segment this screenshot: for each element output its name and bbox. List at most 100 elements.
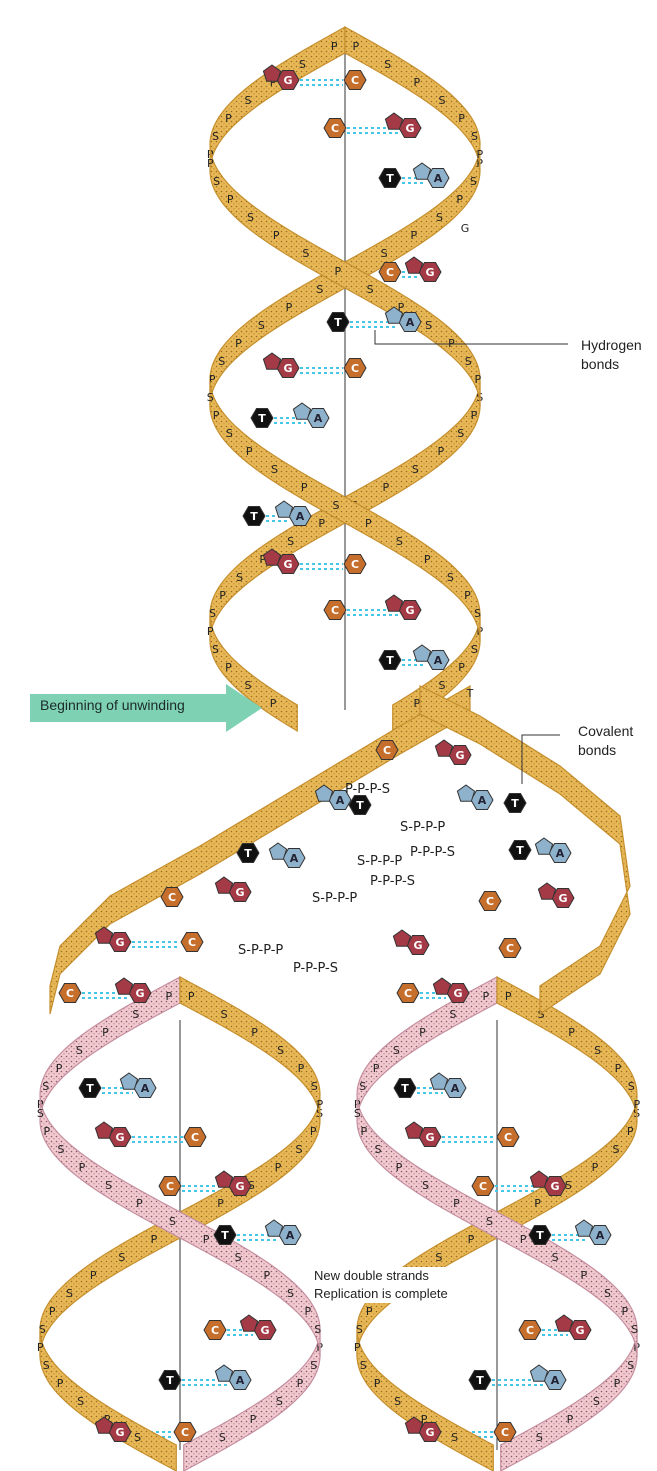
backbone-letter: S	[132, 1008, 139, 1021]
base-a: A	[574, 1219, 612, 1245]
base-c: C	[343, 70, 367, 90]
svg-text:G: G	[283, 558, 292, 571]
backbone-letter: S	[169, 1215, 176, 1228]
base-c: C	[160, 887, 184, 907]
backbone-letter: P	[352, 40, 359, 53]
free-nucleotides: P-P-P-S S-P-P-P P-P-P-S S-P-P-P P-P-P-S …	[238, 782, 455, 976]
backbone-letter: S	[235, 1251, 242, 1264]
svg-text:T: T	[334, 316, 342, 329]
backbone-letter: S	[394, 1395, 401, 1408]
backbone-letter: S	[276, 1395, 283, 1408]
backbone-letter: S	[296, 1143, 303, 1156]
backbone-letter: S	[258, 319, 265, 332]
base-g: G	[262, 64, 300, 90]
backbone-letter: S	[226, 427, 233, 440]
backbone-letter: P	[207, 157, 214, 170]
backbone-letter: S	[474, 607, 481, 620]
backbone-letter: P	[456, 193, 463, 206]
svg-text:T: T	[386, 172, 394, 185]
backbone-letter: S	[565, 1179, 572, 1192]
hydrogen-bonds-line1: Hydrogen	[581, 337, 642, 353]
svg-text:C: C	[404, 987, 412, 1000]
backbone-letter: S	[356, 1323, 363, 1336]
base-c: C	[203, 1320, 227, 1340]
label-leader-lines	[374, 330, 568, 784]
base-t: T	[468, 1370, 492, 1390]
backbone-letter: S	[439, 94, 446, 107]
hydrogen-bonds-label: Hydrogen bonds	[581, 336, 642, 374]
base-c: C	[183, 1127, 207, 1147]
backbone-letter: P	[458, 112, 465, 125]
base-g: G	[262, 352, 300, 378]
covalent-bonds-line2: bonds	[578, 742, 617, 758]
base-g: G	[384, 112, 422, 138]
parent-strand-a-segment	[344, 25, 481, 174]
backbone-letter: S	[212, 130, 219, 143]
backbone-letter: S	[381, 247, 388, 260]
svg-text:A: A	[336, 794, 345, 807]
svg-text:A: A	[141, 1082, 150, 1095]
svg-text:G: G	[235, 886, 244, 899]
base-c: C	[375, 740, 399, 760]
backbone-letter: S	[360, 1359, 367, 1372]
base-c: C	[496, 1127, 520, 1147]
svg-text:C: C	[166, 1180, 174, 1193]
backbone-letter: S	[470, 175, 477, 188]
svg-text:G: G	[550, 1180, 559, 1193]
sequence-2: S-P-P-P	[400, 820, 445, 835]
svg-text:A: A	[434, 172, 443, 185]
backbone-letter: S	[316, 283, 323, 296]
base-g: G	[214, 876, 252, 902]
backbone-letter: P	[225, 112, 232, 125]
backbone-letter: S	[207, 391, 214, 404]
svg-text:G: G	[425, 1131, 434, 1144]
backbone-letter: P	[534, 1197, 541, 1210]
backbone-letter: S	[393, 1044, 400, 1057]
base-t: T	[236, 843, 260, 863]
backbone-letter: P	[421, 1413, 428, 1426]
base-g: G	[239, 1314, 277, 1340]
svg-text:C: C	[331, 122, 339, 135]
backbone-letter: S	[236, 571, 243, 584]
svg-text:A: A	[478, 794, 487, 807]
base-g: G	[432, 977, 470, 1003]
backbone-letter: P	[464, 589, 471, 602]
fork-left-strand	[49, 684, 471, 1015]
backbone-letter: P	[592, 1161, 599, 1174]
svg-text:G: G	[235, 1180, 244, 1193]
svg-text:T: T	[516, 844, 524, 857]
backbone-letter: S	[219, 1431, 226, 1444]
backbone-letter: P	[568, 1026, 575, 1039]
base-a: A	[384, 306, 422, 332]
svg-text:A: A	[556, 847, 565, 860]
backbone-letter: P	[410, 229, 417, 242]
backbone-letter: S	[314, 1323, 321, 1336]
backbone-letter: S	[209, 607, 216, 620]
backbone-letter: P	[203, 1233, 210, 1246]
base-c: C	[180, 932, 204, 952]
backbone-letter: S	[367, 283, 374, 296]
base-a: A	[119, 1072, 157, 1098]
base-t: T	[326, 312, 350, 332]
backbone-letter: S	[58, 1143, 65, 1156]
backbone-letter: P	[235, 337, 242, 350]
svg-text:T: T	[86, 1082, 94, 1095]
svg-text:G: G	[260, 1324, 269, 1337]
backbone-letter: P	[102, 1026, 109, 1039]
base-a: A	[292, 402, 330, 428]
svg-text:C: C	[188, 936, 196, 949]
svg-text:T: T	[386, 654, 394, 667]
base-g: G	[94, 1416, 132, 1442]
backbone-letter: P	[471, 409, 478, 422]
backbone-letter: S	[213, 175, 220, 188]
base-g: G	[94, 1121, 132, 1147]
backbone-letter: P	[209, 373, 216, 386]
backbone-letter: P	[482, 990, 489, 1003]
base-c: C	[173, 1422, 197, 1442]
svg-text:G: G	[115, 936, 124, 949]
backbone-letter: S	[76, 1044, 83, 1057]
unwinding-arrow	[30, 684, 262, 732]
backbone-letter: S	[299, 58, 306, 71]
svg-text:T: T	[476, 1374, 484, 1387]
